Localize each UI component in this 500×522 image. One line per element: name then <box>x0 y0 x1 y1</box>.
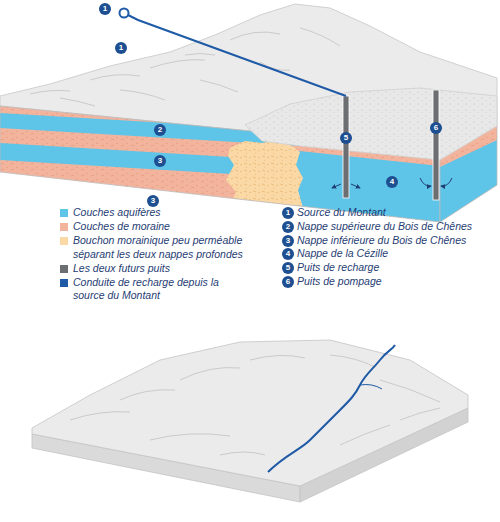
key-number: 2 <box>282 221 294 233</box>
legend-text: Couches de moraine <box>73 220 263 234</box>
recharge-pipe <box>128 15 346 96</box>
legend-swatch <box>60 279 68 287</box>
key-number: 5 <box>282 262 294 274</box>
recharge-well <box>343 96 349 198</box>
legend-text: Bouchon morainique peu perméable séparan… <box>73 234 263 261</box>
river <box>360 385 382 390</box>
source-marker <box>120 9 129 18</box>
callout-number: 5 <box>340 132 352 144</box>
legend-swatch <box>60 223 68 231</box>
callout-number: 3 <box>147 195 159 207</box>
callout-number: 1 <box>115 42 127 54</box>
legend-text: Couches aquifères <box>73 206 263 220</box>
gravel-deposit <box>245 88 497 160</box>
key-text: Nappe inférieure du Bois de Chênes <box>297 234 466 248</box>
aquifer-layer <box>0 143 265 176</box>
legend-swatch <box>60 209 68 217</box>
terrain-surface <box>32 340 468 486</box>
callout-number: 6 <box>430 122 442 134</box>
pumping-well <box>433 90 439 200</box>
legend-swatch <box>60 265 68 273</box>
callout-number: 4 <box>386 176 398 188</box>
key-number: 1 <box>282 207 294 219</box>
key-number: 3 <box>282 235 294 247</box>
legend-swatch <box>60 237 68 245</box>
key-text: Puits de pompage <box>297 275 382 289</box>
callout-number: 3 <box>154 155 166 167</box>
key-text: Puits de recharge <box>297 261 379 275</box>
moraine-plug <box>226 140 305 215</box>
key-text: Source du Montant <box>297 206 386 220</box>
aquifer-layer <box>290 150 440 222</box>
terrain-lines <box>30 28 340 106</box>
legend-text: Conduite de recharge depuis la source du… <box>73 276 223 303</box>
callout-number: 1 <box>99 3 111 15</box>
legend-text: Les deux futurs puits <box>73 262 263 276</box>
key-text: Nappe supérieure du Bois de Chênes <box>297 220 472 234</box>
key-number: 6 <box>282 276 294 288</box>
terrain-lines <box>70 355 440 455</box>
callout-number: 2 <box>154 124 166 136</box>
key-text: Nappe de la Cézille <box>297 247 388 261</box>
river <box>268 345 395 472</box>
key-number: 4 <box>282 248 294 260</box>
